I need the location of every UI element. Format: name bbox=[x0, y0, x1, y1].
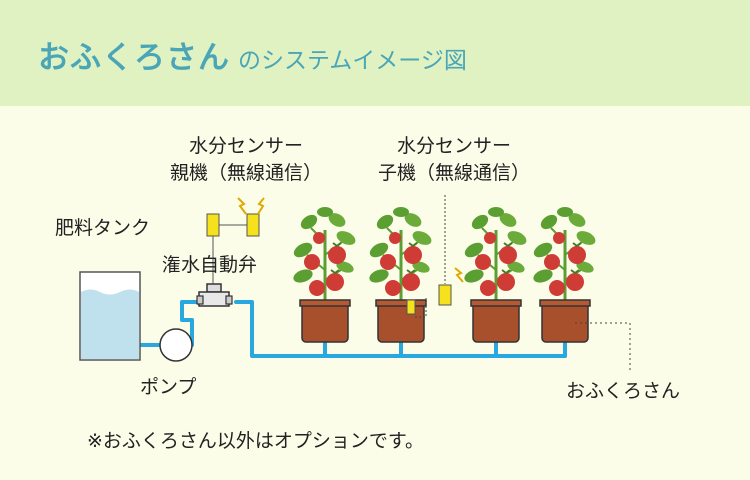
tank-label: 肥料タンク bbox=[55, 217, 151, 239]
child-sensor bbox=[406, 195, 464, 318]
plant-3 bbox=[460, 205, 531, 343]
title-sub: のシステムイメージ図 bbox=[238, 48, 467, 74]
footnote: ※おふくろさん以外はオプションです。 bbox=[87, 430, 425, 452]
pump bbox=[159, 328, 193, 362]
parent-sensor bbox=[206, 197, 265, 284]
parent-sensor-label-line1: 水分センサー bbox=[189, 135, 304, 157]
plant-2 bbox=[365, 205, 436, 343]
child-sensor-label: 水分センサー 子機（無線通信） bbox=[378, 133, 530, 187]
irrigation-valve bbox=[196, 283, 233, 307]
header-band: おふくろさんのシステムイメージ図 bbox=[0, 0, 750, 106]
child-sensor-label-line2: 子機（無線通信） bbox=[378, 162, 531, 184]
planter-callout bbox=[575, 322, 631, 372]
valve-label: 潅水自動弁 bbox=[162, 254, 258, 276]
fertilizer-tank bbox=[79, 271, 141, 361]
pump-label: ポンプ bbox=[140, 376, 197, 398]
page-title: おふくろさんのシステムイメージ図 bbox=[38, 32, 467, 77]
parent-sensor-label: 水分センサー 親機（無線通信） bbox=[170, 133, 322, 187]
plant-4 bbox=[529, 205, 600, 343]
water-pipe bbox=[138, 300, 567, 358]
plant-1 bbox=[289, 205, 360, 343]
planter-label: おふくろさん bbox=[566, 380, 681, 402]
child-sensor-label-line1: 水分センサー bbox=[397, 135, 512, 157]
parent-sensor-label-line2: 親機（無線通信） bbox=[170, 162, 323, 184]
title-main: おふくろさん bbox=[38, 40, 230, 76]
